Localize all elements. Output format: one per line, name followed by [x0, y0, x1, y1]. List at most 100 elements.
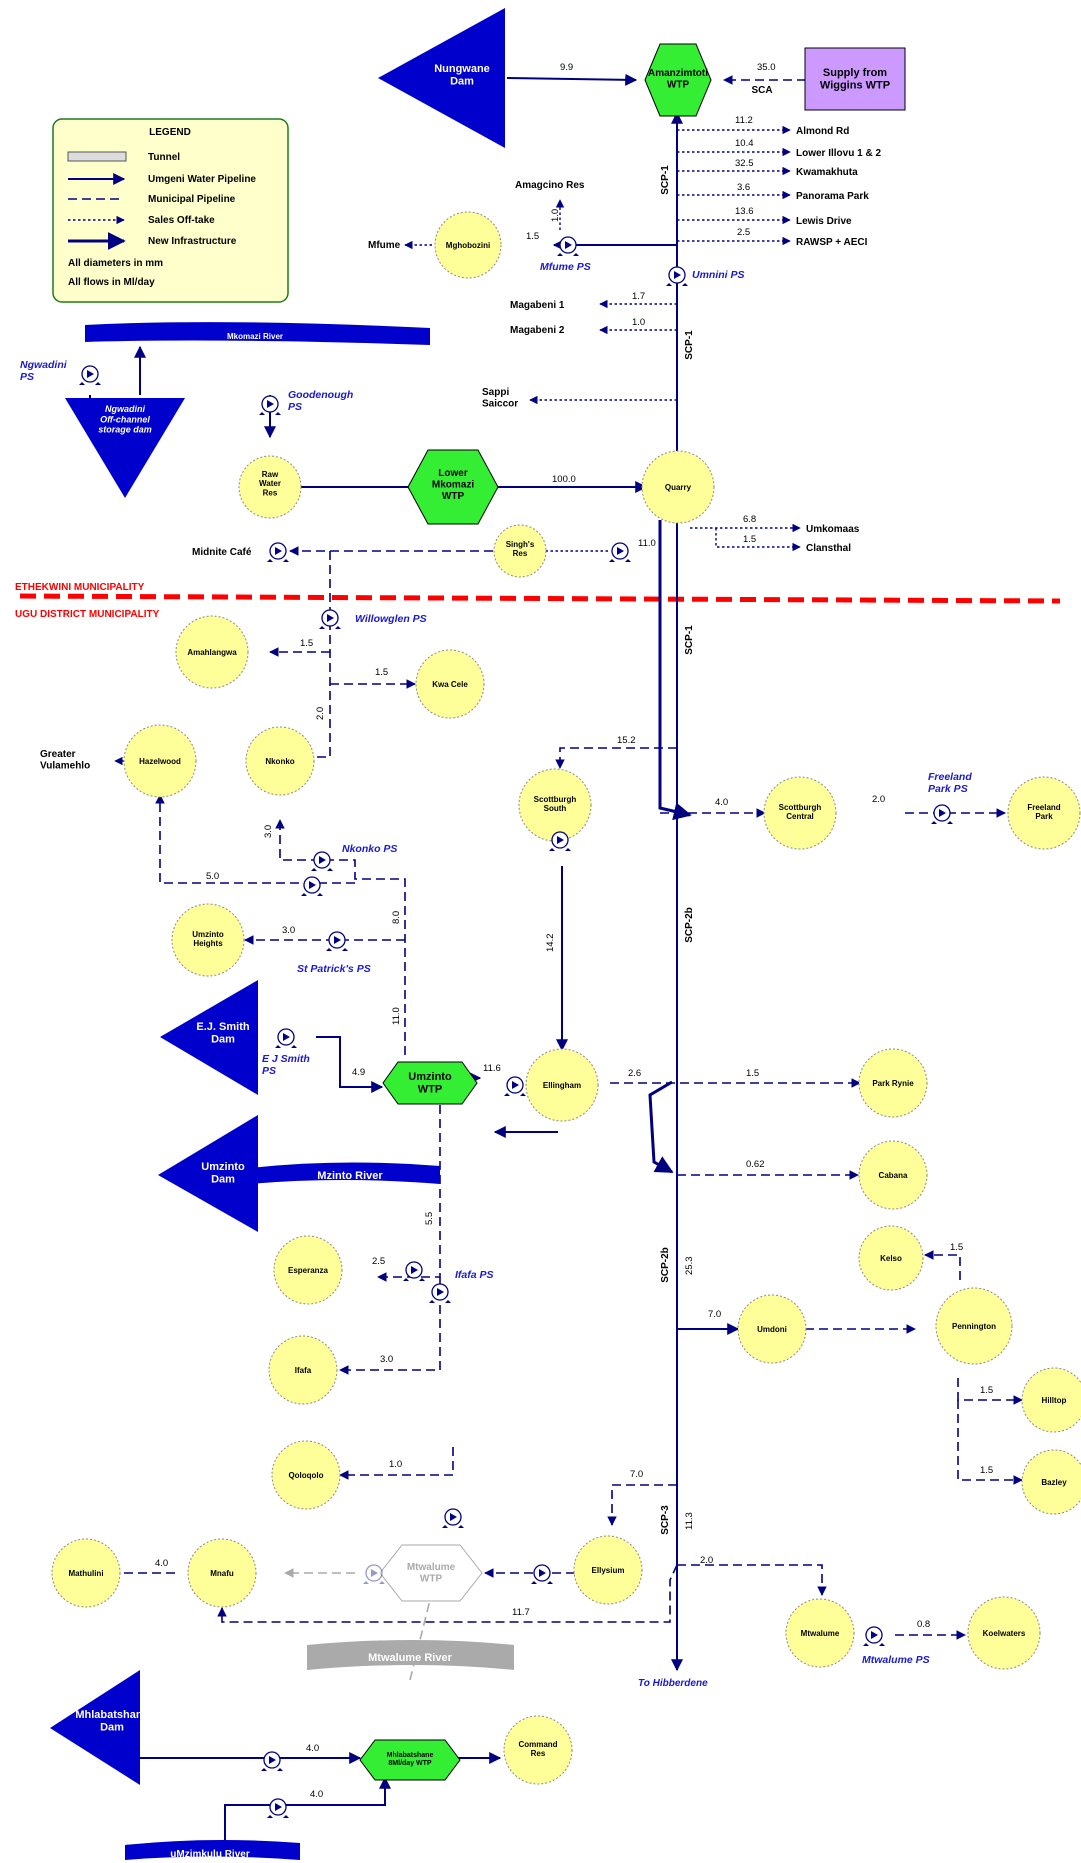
- pump-icon: [862, 1626, 886, 1647]
- offtake-label: Midnite Café: [192, 547, 252, 558]
- umzinto-dam: [158, 1115, 258, 1232]
- ngwadini-dam: [65, 398, 185, 498]
- pump-icon: [362, 1564, 386, 1585]
- flow-label: 7.0: [630, 1469, 643, 1480]
- pump-icon: [530, 1564, 554, 1585]
- kwa-cele-res: [415, 649, 485, 719]
- pipeline-label: SCP-1: [660, 165, 671, 195]
- cabana-res: [858, 1140, 928, 1210]
- flow-label: 2.5: [372, 1256, 385, 1267]
- nkonko-ps-label: Nkonko PS: [342, 843, 397, 855]
- nungwane-dam: [378, 8, 505, 148]
- ifafa-res: [268, 1335, 338, 1405]
- flow-label: 2.0: [315, 707, 326, 720]
- flow-label: 11.6: [483, 1063, 501, 1074]
- offtake-label: Umkomaas: [806, 524, 860, 535]
- mnafu-res: [187, 1538, 257, 1608]
- flow-label: 0.8: [917, 1619, 930, 1630]
- flow-label: 3.0: [263, 825, 274, 838]
- wiggins-supply-box: [804, 47, 906, 111]
- flow-label: 0.62: [746, 1159, 765, 1170]
- flow-label: 4.0: [306, 1743, 319, 1754]
- park-rynie-label: Park Rynie: [872, 1079, 914, 1088]
- ellysium-res: [573, 1535, 643, 1605]
- flow-label: 1.5: [526, 231, 539, 242]
- flow-label: 11.7: [512, 1607, 530, 1618]
- ugu-label: UGU DISTRICT MUNICIPALITY: [15, 609, 160, 620]
- flow-label: 1.0: [389, 1459, 402, 1470]
- pump-icon: [556, 236, 580, 257]
- flow-label: 3.0: [282, 925, 295, 936]
- pennington-label: Pennington: [952, 1322, 996, 1331]
- legend-title: LEGEND: [149, 127, 191, 138]
- pump-icon: [266, 542, 290, 563]
- flow-label: 1.5: [980, 1465, 993, 1476]
- umdoni-label: Umdoni: [757, 1325, 787, 1334]
- flow-label: 14.2: [545, 934, 556, 953]
- legend-item: Umgeni Water Pipeline: [148, 174, 256, 185]
- pump-icon: [266, 1798, 290, 1819]
- legend-item: New Infrastructure: [148, 236, 237, 247]
- flow-label: 1.5: [980, 1385, 993, 1396]
- mtwalume-ps-label: Mtwalume PS: [862, 1654, 930, 1666]
- nkonko-res: [245, 726, 315, 796]
- pipeline-label: SCP-1: [684, 330, 695, 360]
- scottburgh-central-res: [763, 776, 837, 850]
- singhs-res: [493, 524, 547, 578]
- offtake-label: Panorama Park: [796, 191, 869, 202]
- bazley-label: Bazley: [1041, 1478, 1067, 1487]
- legend-item: Tunnel: [148, 152, 180, 163]
- flow-label: 1.0: [632, 317, 645, 328]
- esperanza-res: [273, 1235, 343, 1305]
- to-hibberdene-label: To Hibberdene: [638, 1678, 708, 1689]
- offtake-labels: Almond Rd Lower Illovu 1 & 2 Kwamakhuta …: [40, 126, 881, 1689]
- sales-offtakes: [114, 125, 801, 766]
- ifafa-ps-label: Ifafa PS: [455, 1269, 494, 1281]
- offtake-label: Lewis Drive: [796, 216, 852, 227]
- legend-tunnel-swatch: [67, 151, 127, 162]
- flow-label: 7.0: [708, 1309, 721, 1320]
- pipeline-label: SCP-2b: [684, 907, 695, 943]
- koelwaters-res: [967, 1596, 1041, 1670]
- legend: LEGEND Tunnel Umgeni Water Pipeline Muni…: [52, 118, 289, 303]
- flow-label: 2.6: [628, 1068, 641, 1079]
- pump-icon: [310, 851, 334, 872]
- offtake-label: Lower Illovu 1 & 2: [796, 148, 881, 159]
- ifafa-label: Ifafa: [295, 1366, 312, 1375]
- ellingham-label: Ellingham: [543, 1081, 581, 1090]
- flow-label: 4.0: [310, 1789, 323, 1800]
- amahlangwa-label: Amahlangwa: [187, 648, 237, 657]
- park-rynie-res: [858, 1048, 928, 1118]
- flow-label: 11.0: [638, 538, 656, 549]
- pump-icon: [325, 931, 349, 952]
- cabana-label: Cabana: [879, 1171, 908, 1180]
- flow-label: 1.5: [950, 1242, 963, 1253]
- pennington-res: [935, 1287, 1013, 1365]
- flow-label: 11.0: [391, 1007, 402, 1025]
- umzinto-heights-res: [171, 903, 245, 977]
- kelso-res: [858, 1225, 924, 1291]
- mzinto-river-label: Mzinto River: [317, 1170, 383, 1182]
- pump-icon: [78, 365, 102, 386]
- hilltop-label: Hilltop: [1042, 1396, 1067, 1405]
- nkonko-label: Nkonko: [265, 757, 294, 766]
- pump-icon: [665, 266, 689, 287]
- umzinto-wtp: [382, 1061, 478, 1105]
- flow-label: 2.0: [872, 794, 885, 805]
- quarry-res: [641, 450, 715, 524]
